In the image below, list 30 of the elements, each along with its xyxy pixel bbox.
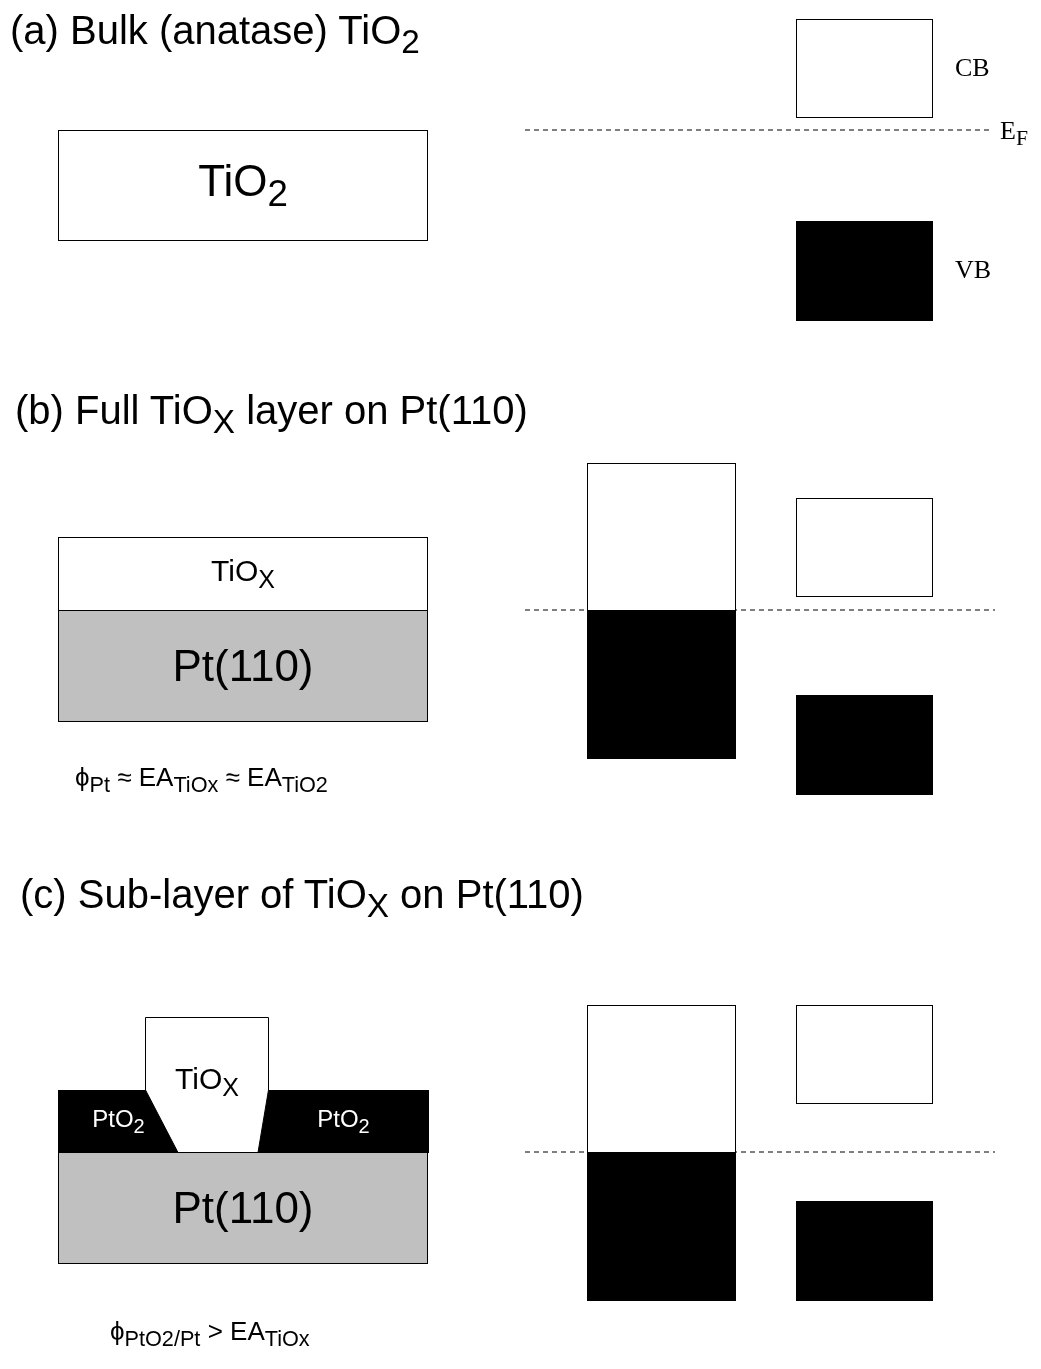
band-label: CB <box>955 52 990 83</box>
panel-heading: (a) Bulk (anatase) TiO$_{2}$ <box>10 8 420 61</box>
empty-band-box <box>796 1005 933 1104</box>
layer-label: Pt(110) <box>172 1183 314 1233</box>
empty-band-box <box>587 1005 736 1153</box>
layer-label: TiO$_{X}$ <box>211 554 275 594</box>
layer-label: Pt(110) <box>172 641 314 691</box>
relation-formula: ϕ$_{Pt}$ ≈ EA$_{TiOx}$ ≈ EA$_{TiO2}$ <box>75 762 328 799</box>
layer-label: TiO$_{2}$ <box>198 156 288 215</box>
layer-label: TiO$_{X}$ <box>175 1062 239 1102</box>
filled-band-box <box>796 221 933 321</box>
filled-band-box <box>796 695 933 795</box>
empty-band-box <box>796 498 933 597</box>
layer-box <box>258 1090 429 1153</box>
layer-box <box>58 1152 428 1264</box>
filled-band-box <box>587 1152 736 1301</box>
layer-box <box>58 610 428 722</box>
filled-band-box <box>587 610 736 759</box>
empty-band-box <box>796 19 933 118</box>
layer-box <box>58 130 428 241</box>
empty-band-box <box>587 463 736 611</box>
layer-box <box>58 537 428 611</box>
filled-band-box <box>796 1201 933 1301</box>
level-label: E$_{F}$ <box>1000 116 1028 152</box>
band-label: VB <box>955 255 992 285</box>
panel-heading: (b) Full TiO$_{X}$ layer on Pt(110) <box>15 388 528 441</box>
layer-label: PtO$_{2}$ <box>317 1105 370 1138</box>
panel-heading: (c) Sub-layer of TiO$_{X}$ on Pt(110) <box>20 872 584 925</box>
relation-formula: ϕ$_{PtO2/Pt}$ > EA$_{TiOx}$ <box>110 1316 310 1353</box>
layer-label: PtO$_{2}$ <box>92 1105 145 1138</box>
